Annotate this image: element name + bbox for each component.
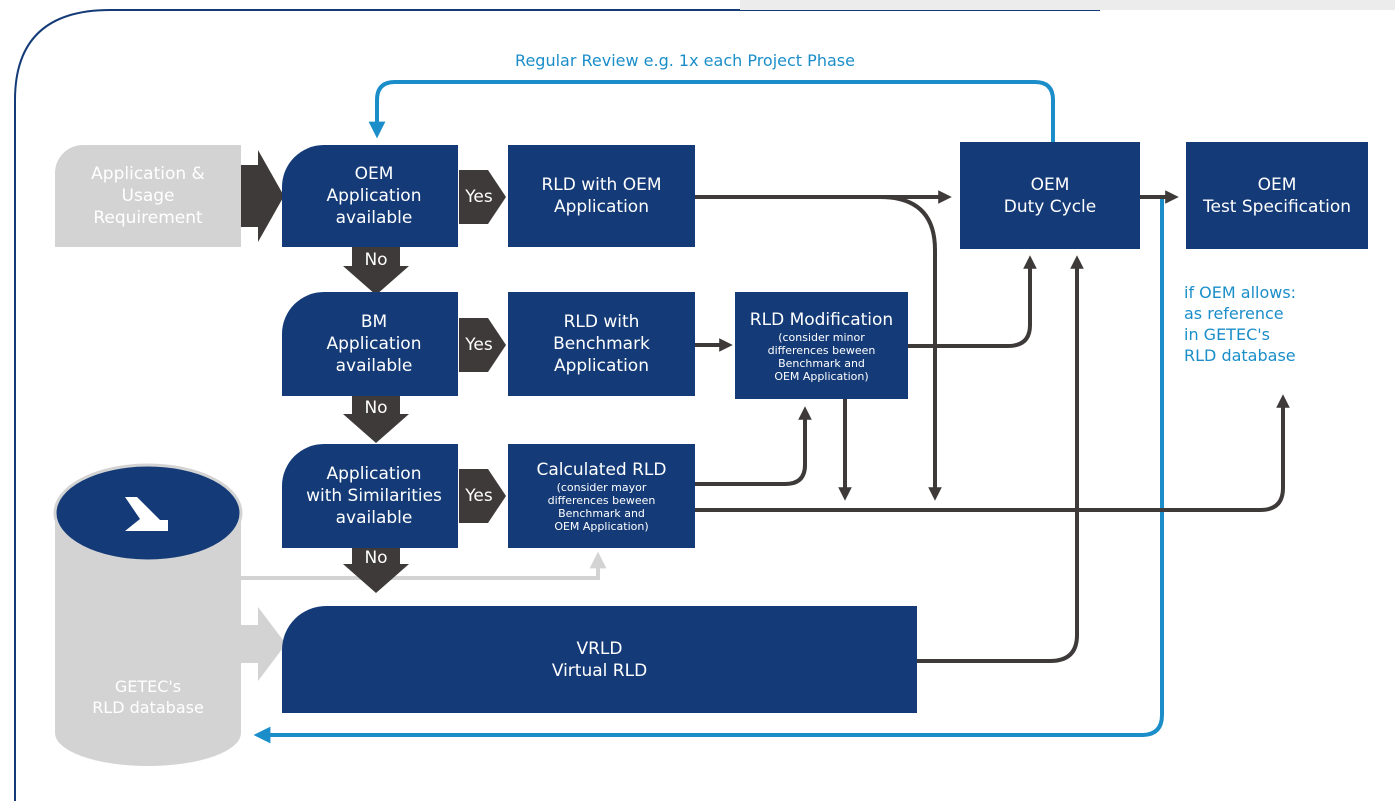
application-usage-requirement: Application & Usage Requirement bbox=[55, 145, 241, 247]
no-label-bm: No bbox=[364, 398, 388, 418]
yes-label-bm: Yes bbox=[465, 335, 493, 355]
no-arrow-oem bbox=[343, 247, 409, 295]
rld-with-benchmark-application: RLD with Benchmark Application bbox=[508, 292, 695, 396]
no-arrow-similar bbox=[343, 545, 409, 593]
modification-to-duty-arrow bbox=[908, 255, 1037, 348]
review-feedback-arrow bbox=[368, 80, 1055, 142]
calculated-to-modification-arrow bbox=[695, 406, 812, 486]
database-to-vrld-chevron bbox=[236, 607, 286, 681]
oem-test-specification: OEM Test Specification bbox=[1186, 142, 1368, 249]
database-to-calculated-arrow bbox=[240, 551, 607, 580]
yes-chevron-similar bbox=[459, 469, 506, 523]
requirement-chevron bbox=[236, 150, 284, 242]
yes-label-similar: Yes bbox=[465, 486, 493, 506]
decision-similar-application: Application with Similarities available bbox=[282, 444, 458, 548]
getec-logo-icon bbox=[125, 497, 168, 531]
database-label: GETEC's RLD database bbox=[92, 677, 204, 717]
no-label-similar: No bbox=[364, 548, 388, 568]
rld-with-oem-application: RLD with OEM Application bbox=[508, 145, 695, 247]
no-arrow-bm bbox=[343, 395, 409, 443]
page-frame bbox=[14, 9, 1100, 801]
decision-oem-application: OEM Application available bbox=[282, 145, 458, 247]
vrld-to-duty-arrow bbox=[917, 255, 1084, 663]
yes-chevron-bm bbox=[459, 318, 506, 372]
decision-bm-application: BM Application available bbox=[282, 292, 458, 396]
yes-label-oem: Yes bbox=[465, 187, 493, 207]
calculated-to-database-arrow bbox=[695, 394, 1290, 512]
review-label: Regular Review e.g. 1x each Project Phas… bbox=[515, 51, 855, 70]
vrld-virtual-rld: VRLD Virtual RLD bbox=[282, 606, 917, 713]
calculated-rld: Calculated RLD (consider mayor differenc… bbox=[508, 444, 695, 548]
rld-oem-branch-down-arrow bbox=[879, 195, 942, 501]
yes-chevron-oem bbox=[459, 170, 506, 224]
database-cylinder bbox=[55, 513, 241, 766]
oem-duty-cycle: OEM Duty Cycle bbox=[960, 142, 1140, 249]
no-label-oem: No bbox=[364, 250, 388, 270]
rld-modification: RLD Modification (consider minor differe… bbox=[735, 292, 908, 399]
database-feedback-arrow bbox=[253, 198, 1164, 744]
oem-allows-note: if OEM allows: as reference in GETEC's R… bbox=[1184, 283, 1297, 365]
